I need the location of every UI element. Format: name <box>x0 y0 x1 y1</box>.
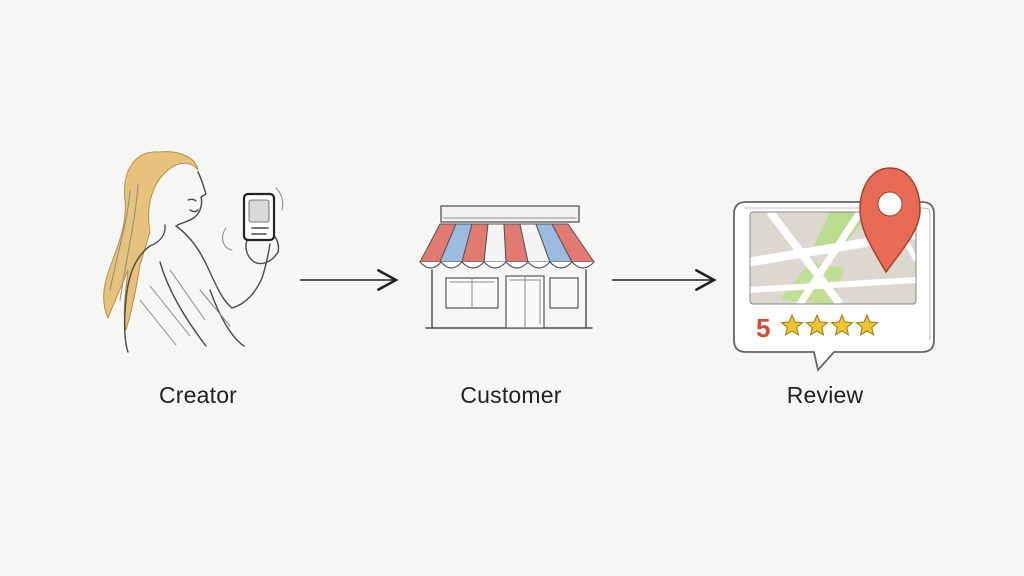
map-review-icon: 5 <box>733 167 935 372</box>
node-label-review: Review <box>786 382 864 408</box>
star-icon <box>855 313 879 336</box>
star-icon <box>805 313 829 336</box>
map-area <box>750 212 916 304</box>
awning <box>419 223 595 269</box>
star-icon <box>780 313 804 336</box>
location-pin-icon <box>859 167 921 274</box>
node-label-customer: Customer <box>460 382 562 408</box>
storefront-icon <box>419 205 595 329</box>
rating-value: 5 <box>756 313 770 343</box>
node-label-creator: Creator <box>158 382 238 408</box>
hair <box>103 151 199 331</box>
star-icon <box>830 313 854 336</box>
person-with-phone-icon <box>103 151 284 353</box>
rating-stars <box>780 313 879 336</box>
